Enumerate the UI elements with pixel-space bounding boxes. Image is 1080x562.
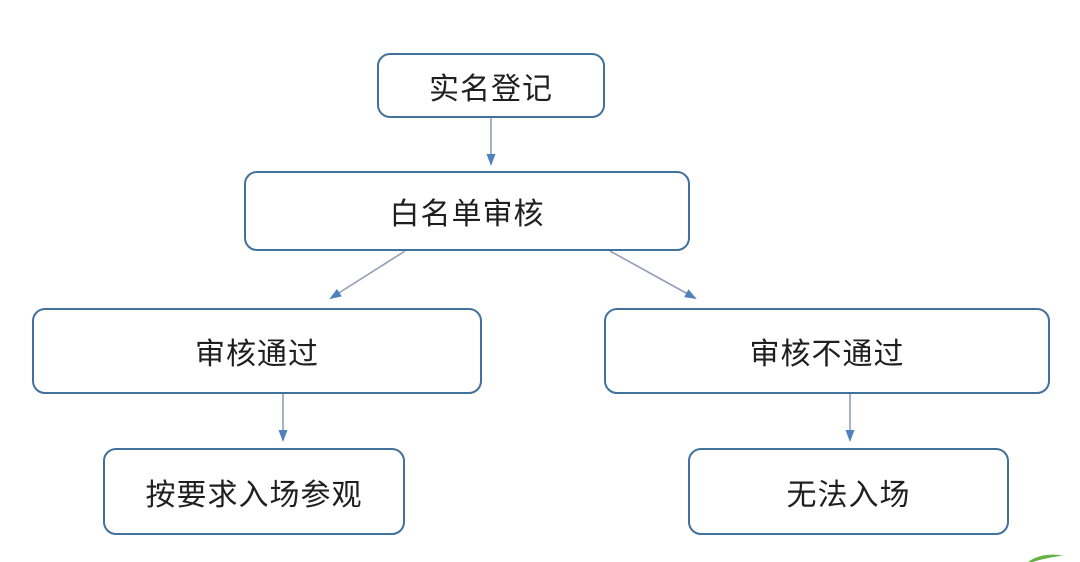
flow-node-register-label: 实名登记 (429, 72, 553, 106)
green-swoosh-watermark (1028, 554, 1063, 562)
flow-node-register: 实名登记 (377, 53, 605, 118)
flow-node-whitelist-review-label: 白名单审核 (389, 198, 545, 231)
flow-node-enter-as-required-label: 按要求入场参观 (145, 478, 363, 512)
flow-node-cannot-enter: 无法入场 (688, 448, 1009, 535)
flow-node-review-failed-label: 审核不通过 (749, 338, 905, 371)
flow-node-review-failed: 审核不通过 (604, 308, 1050, 394)
edge-whitelist-review-to-review-passed-arrow (329, 250, 406, 300)
flow-node-review-passed-label: 审核通过 (195, 338, 319, 371)
flow-node-whitelist-review: 白名单审核 (244, 171, 690, 251)
flow-node-cannot-enter-label: 无法入场 (786, 478, 911, 512)
edge-whitelist-review-to-review-failed-arrow (609, 250, 697, 299)
flow-node-review-passed: 审核通过 (32, 308, 482, 394)
flow-node-enter-as-required: 按要求入场参观 (103, 448, 405, 535)
